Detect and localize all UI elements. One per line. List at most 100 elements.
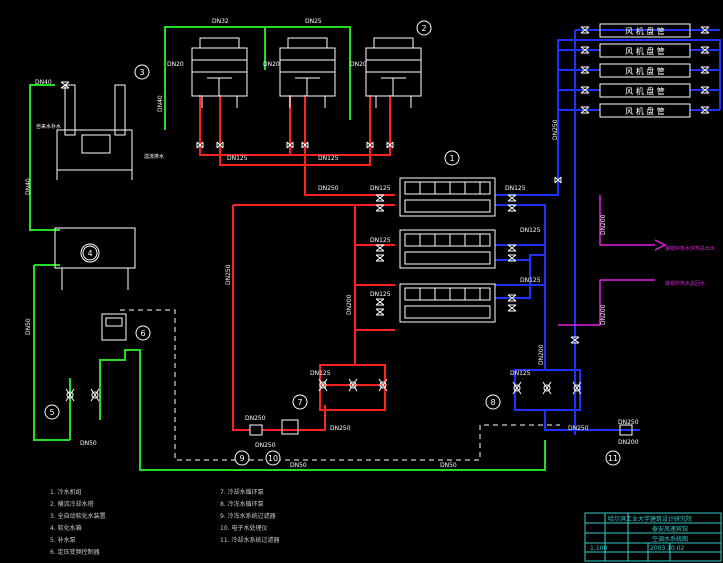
label-dn250: DN250 <box>255 442 276 449</box>
label-dn250-vert-2: DN250 <box>552 119 559 140</box>
label-dn125: DN125 <box>505 185 526 192</box>
fan-coil-label: 风 机 盘 管 <box>625 106 665 116</box>
heating-supply-note: 接锅炉热水供热总出水 <box>665 245 715 252</box>
chilled-water-lines <box>495 29 721 435</box>
legend-item: 3. 全自动软化水装置 <box>50 512 106 520</box>
callout-number: 10 <box>268 454 278 463</box>
legend-item: 10. 电子水处理仪 <box>220 524 267 532</box>
chiller-1 <box>399 177 496 217</box>
label-dn250: DN250 <box>330 425 351 432</box>
fan-coil-label: 风 机 盘 管 <box>625 46 665 56</box>
overflow-note: 溢流排水 <box>144 153 164 160</box>
callout-circle <box>135 325 151 341</box>
label-dn200-vert: DN200 <box>346 294 353 315</box>
makeup-water-note: 自来水补水 <box>36 123 61 130</box>
cooling-tower-1 <box>191 37 248 108</box>
label-dn200-heat-2: DN200 <box>600 304 607 325</box>
drawing-date: 2003.10.02 <box>650 545 685 552</box>
label-dn50: DN50 <box>440 462 457 469</box>
callout-number: 9 <box>239 454 244 463</box>
cooling-towers <box>191 37 422 108</box>
legend-item: 4. 软化水箱 <box>50 524 82 532</box>
callout-number: 4 <box>87 249 92 258</box>
heating-return-note: 接锅炉热水总回水 <box>665 280 705 287</box>
label-dn40: DN40 <box>35 79 52 86</box>
label-dn20: DN20 <box>167 61 184 68</box>
legend-item: 6. 定压变频控制器 <box>50 548 100 556</box>
callout-number: 3 <box>139 68 144 77</box>
label-dn250-vert: DN250 <box>225 264 232 285</box>
label-dn200-heat: DN200 <box>600 214 607 235</box>
heating-lines <box>558 195 667 326</box>
callout-circle <box>234 450 250 466</box>
label-dn125: DN125 <box>227 155 248 162</box>
label-dn250: DN250 <box>568 425 589 432</box>
label-dn32: DN32 <box>212 18 229 25</box>
legend-item: 2. 横流冷却水塔 <box>50 500 94 508</box>
fan-coil-box <box>599 63 691 78</box>
callout-circle <box>134 64 150 80</box>
label-dn150: DN125 <box>510 370 531 377</box>
fan-coil-label: 风 机 盘 管 <box>625 86 665 96</box>
label-dn250: DN250 <box>618 419 639 426</box>
callout-number: 5 <box>49 408 54 417</box>
chiller-2 <box>399 229 496 269</box>
fan-coil-label: 风 机 盘 管 <box>625 26 665 36</box>
chilled-pumps <box>512 381 582 395</box>
legend: 1. 冷水机组 2. 横流冷却水塔 3. 全自动软化水装置 4. 软化水箱 5. 补水泵… <box>50 488 279 556</box>
label-dn20: DN20 <box>350 61 367 68</box>
cooling-tower-2 <box>279 37 336 108</box>
callout-circle <box>605 450 621 466</box>
label-dn250: DN250 <box>318 185 339 192</box>
label-dn125: DN125 <box>318 155 339 162</box>
callout-circle <box>416 20 432 36</box>
pressure-controller <box>101 313 127 341</box>
chiller-3 <box>399 283 496 323</box>
legend-item: 9. 冷冻水系统过滤器 <box>220 512 276 520</box>
label-dn150: DN125 <box>310 370 331 377</box>
label-dn25: DN25 <box>305 18 322 25</box>
title-block <box>584 512 722 562</box>
callout-circle <box>44 404 60 420</box>
callout-circle <box>485 394 501 410</box>
fan-coil-box <box>599 83 691 98</box>
callout-number: 6 <box>140 329 145 338</box>
label-dn40-vert-2: DN40 <box>157 95 164 112</box>
fan-coil-box <box>599 23 691 38</box>
softened-water-tank <box>54 227 136 290</box>
callout-circle <box>444 150 460 166</box>
callout-circle <box>292 394 308 410</box>
label-dn125: DN125 <box>520 277 541 284</box>
label-dn20: DN20 <box>263 61 280 68</box>
cooling-tower-3 <box>365 37 422 108</box>
label-dn50-vert: DN50 <box>25 318 32 335</box>
legend-item: 1. 冷水机组 <box>50 488 82 496</box>
label-dn40-vert: DN40 <box>25 178 32 195</box>
label-dn200-vert-2: DN200 <box>538 344 545 365</box>
label-dn125: DN125 <box>370 291 391 298</box>
title-block-text: 哈尔滨工业大学建筑设计研究院 泰安风速宾馆 空调水系统图 2003.10.02 … <box>590 515 692 552</box>
fan-coil-box <box>599 103 691 118</box>
makeup-water-lines <box>29 26 546 471</box>
condenser-water-lines <box>199 95 395 431</box>
legend-item: 5. 补水泵 <box>50 536 76 544</box>
company-name: 哈尔滨工业大学建筑设计研究院 <box>608 515 692 523</box>
water-softener <box>56 84 133 180</box>
drawing-name: 空调水系统图 <box>652 535 688 543</box>
control-signal-lines <box>120 309 560 461</box>
fan-coil-box <box>599 43 691 58</box>
legend-item: 11. 冷却水系统过滤器 <box>220 536 279 544</box>
chillers <box>399 177 496 323</box>
label-dn200: DN200 <box>618 439 639 446</box>
callout-number: 1 <box>449 154 454 163</box>
callout-number: 11 <box>608 454 618 463</box>
callout-number: 8 <box>490 398 495 407</box>
drawing-scale: 1:100 <box>590 545 607 552</box>
pipe-size-labels: DN32 DN25 DN20 DN20 DN20 DN40 DN125 DN12… <box>25 18 639 469</box>
fan-coil-label: 风 机 盘 管 <box>625 66 665 76</box>
callout-circle <box>265 450 281 466</box>
filters-and-treatment <box>249 419 633 436</box>
label-dn125: DN125 <box>370 237 391 244</box>
